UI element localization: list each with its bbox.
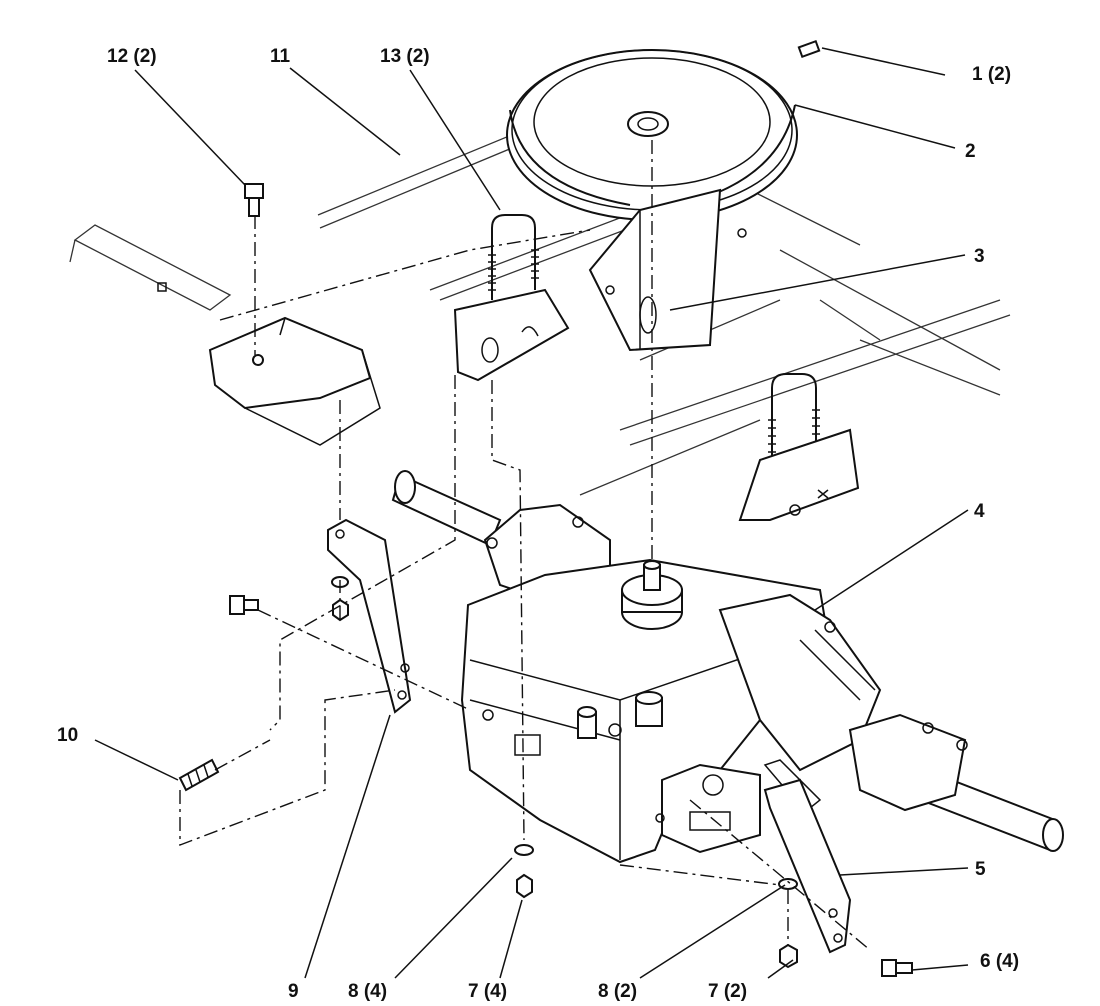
callout-10: 10 — [57, 725, 78, 746]
u-bolt-left — [453, 214, 570, 382]
frame-ghost-lines — [317, 114, 1011, 496]
bolt-right — [881, 959, 913, 977]
callout-7-2: 7 (2) — [708, 981, 747, 1002]
callout-4: 4 — [974, 501, 985, 522]
hex-bolt — [244, 183, 264, 217]
transaxle-bracket-right — [763, 778, 852, 954]
callout-labels: 1 (2) 2 3 4 5 6 (4) 7 (2) 8 (2) 7 (4) 8 … — [57, 46, 1019, 1002]
mounting-bracket — [588, 188, 747, 352]
u-bolt-right — [738, 373, 860, 521]
bolt-left — [229, 595, 259, 615]
leader-lines — [94, 47, 969, 979]
spring — [178, 758, 220, 792]
assembly-centerlines — [179, 140, 871, 951]
transaxle — [391, 470, 1064, 864]
callout-6: 6 (4) — [980, 951, 1019, 972]
callout-3: 3 — [974, 246, 985, 267]
bracket-plate — [69, 224, 381, 446]
hardware-center — [514, 844, 534, 899]
callout-11: 11 — [270, 46, 291, 67]
callout-8-4: 8 (4) — [348, 981, 387, 1002]
transaxle-bracket-left — [327, 518, 412, 714]
callout-9: 9 — [288, 981, 299, 1002]
callout-12: 12 (2) — [107, 46, 157, 67]
callout-5: 5 — [975, 859, 986, 880]
callout-13: 13 (2) — [380, 46, 430, 67]
callout-7-4: 7 (4) — [468, 981, 507, 1002]
set-screw — [797, 39, 821, 59]
callout-1: 1 (2) — [972, 64, 1011, 85]
callout-2: 2 — [965, 141, 976, 162]
callout-8-2: 8 (2) — [598, 981, 637, 1002]
